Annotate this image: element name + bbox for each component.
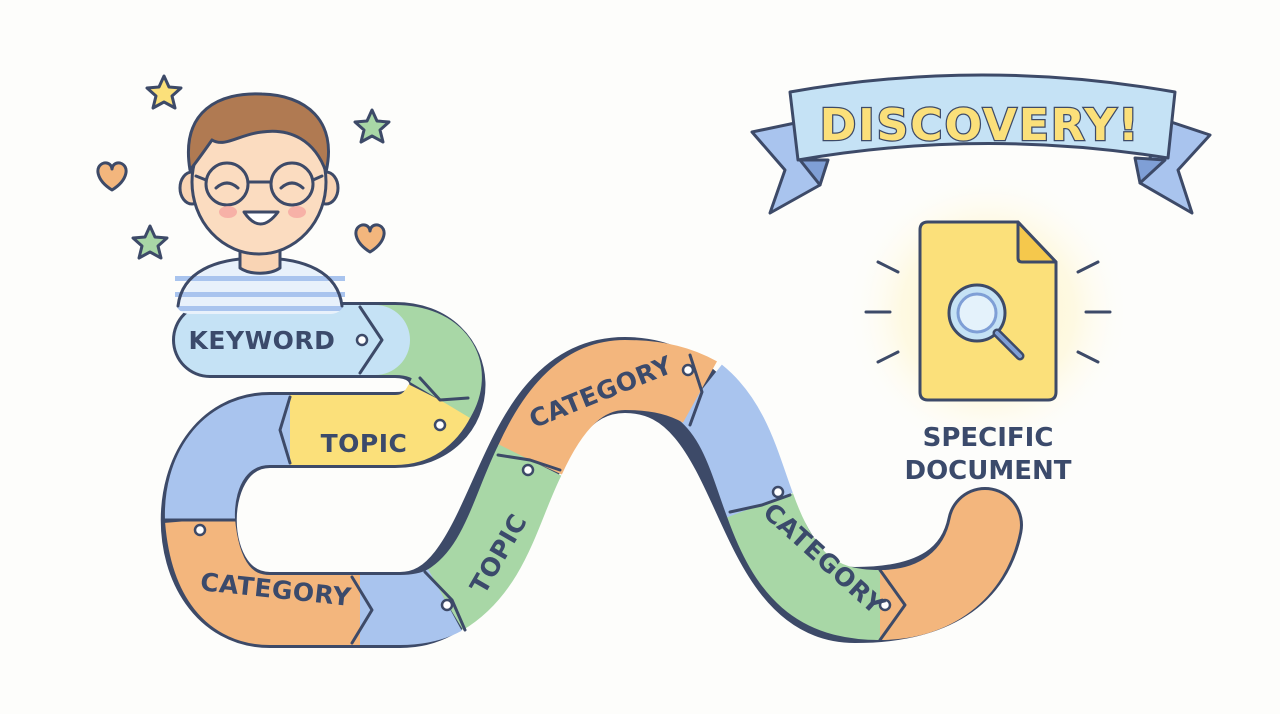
- segment-dividers: [163, 305, 907, 645]
- heart-icon: [96, 161, 128, 192]
- specific-document: SPECIFIC DOCUMENT: [843, 167, 1133, 486]
- character-smiling-person: [175, 92, 345, 314]
- path-segment-category-2: [498, 339, 717, 476]
- path-segment-topic-2: [425, 444, 562, 630]
- winding-path: KEYWORD TOPIC CATEGORY TOPIC CATEGORY CA…: [160, 302, 1023, 648]
- segment-rivets: [193, 333, 892, 612]
- heart-icon: [354, 223, 386, 254]
- path-segment-orange-end: [845, 490, 1020, 640]
- path-segment-category-3: [727, 492, 882, 640]
- hair: [187, 92, 330, 174]
- path-segment-topic-1: [290, 382, 472, 465]
- decorations: [96, 74, 391, 260]
- discovery-banner: DISCOVERY!: [750, 73, 1212, 215]
- striped-shirt: [175, 258, 345, 314]
- star-icon: [353, 108, 391, 144]
- segment-label-keyword: KEYWORD: [189, 326, 336, 355]
- path-segment-blue-3: [676, 364, 793, 518]
- path-segment-blue-2: [360, 568, 462, 645]
- glow-rays: [864, 260, 1112, 364]
- star-icon: [131, 224, 169, 260]
- glasses-icon: [194, 161, 324, 207]
- banner-text: DISCOVERY!: [820, 100, 1141, 151]
- path-segment-category-1: [165, 516, 360, 645]
- segment-label-topic-1: TOPIC: [321, 429, 408, 458]
- document-label-line1: SPECIFIC: [923, 423, 1054, 453]
- path-segment-blue-1: [164, 395, 290, 522]
- document-label-line2: DOCUMENT: [904, 456, 1071, 486]
- star-icon: [145, 74, 183, 110]
- magnifier-icon: [947, 283, 1025, 361]
